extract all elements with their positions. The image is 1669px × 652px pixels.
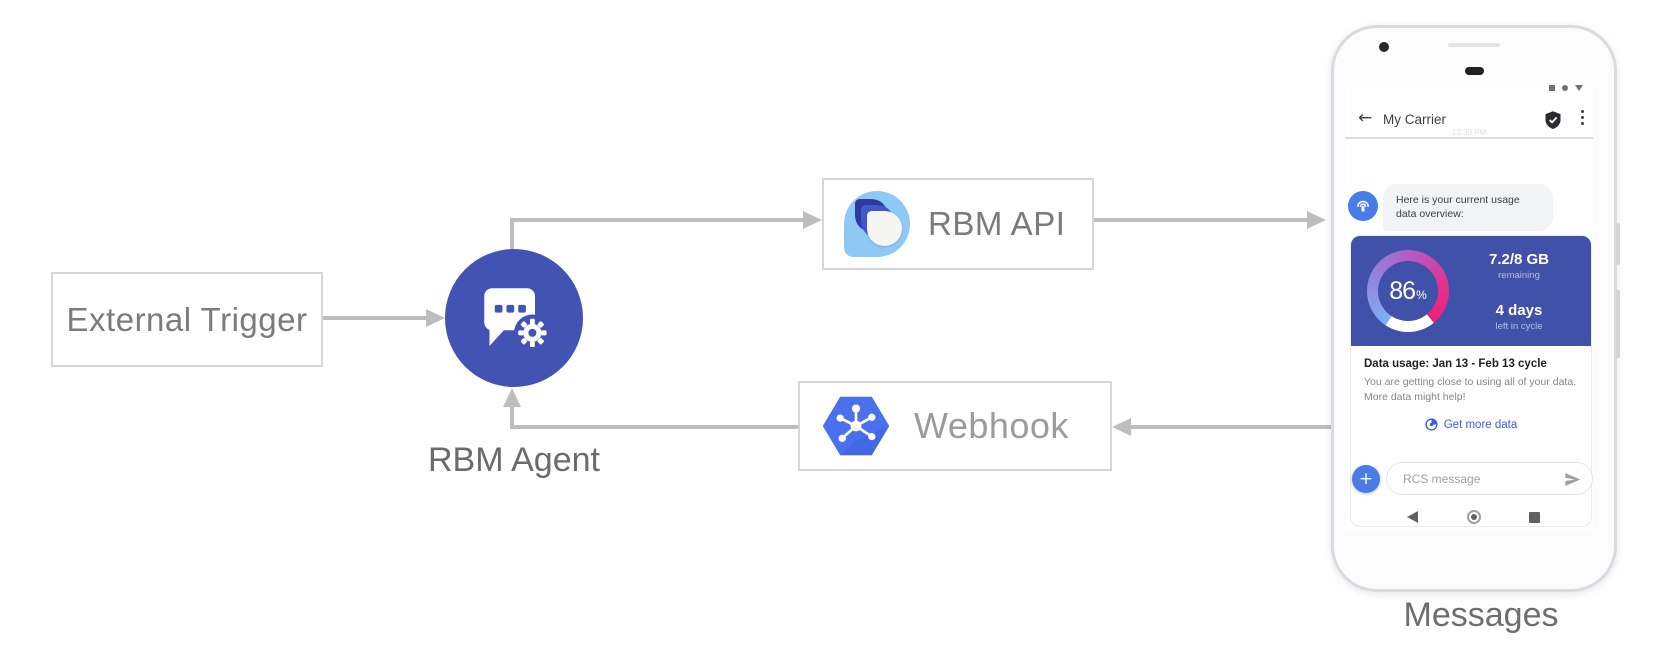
front-camera [1379,42,1389,52]
rbm-api-node: RBM API [822,178,1094,270]
external-trigger-label: External Trigger [66,300,308,338]
send-icon[interactable] [1563,470,1582,489]
nav-home-button[interactable] [1467,510,1481,524]
overflow-menu-icon[interactable] [1581,110,1584,125]
arrowhead-trigger-to-agent [426,309,445,327]
webhook-node: Webhook [798,381,1112,471]
get-more-data-action[interactable]: Get more data [1364,418,1578,431]
connector-api-to-phone [1094,218,1308,222]
rbm-api-logo-icon [844,191,910,257]
webhook-label: Webhook [914,405,1069,446]
get-more-data-icon [1425,418,1438,431]
usage-card-text-1: You are getting close to using all of yo… [1364,376,1577,388]
gauge-percent: 86 [1389,276,1416,305]
data-remaining-caption: remaining [1498,270,1540,281]
usage-card-body: Data usage: Jan 13 - Feb 13 cycle You ar… [1351,346,1591,431]
arrowhead-api-to-phone [1307,211,1326,229]
usage-card-hero: 86 % 7.2/8 GB remaining 4 days left in c… [1351,236,1591,346]
rcs-message-input[interactable] [1401,470,1545,487]
external-trigger-node: External Trigger [51,272,323,367]
nav-back-button[interactable] [1407,511,1418,523]
back-arrow-icon[interactable]: ← [1358,108,1373,128]
volume-button [1616,290,1620,358]
status-window-icon [1549,85,1555,91]
connector-trigger-to-agent [323,316,426,320]
agent-avatar [1348,191,1378,221]
verified-badge-icon [1545,111,1561,129]
nav-recents-button[interactable] [1529,512,1540,523]
header-divider [1345,137,1593,139]
broadcast-icon [1356,200,1370,212]
rbm-agent-node [445,249,583,387]
status-dot-icon [1562,85,1568,91]
arrowhead-webhook-to-agent [503,388,521,407]
get-more-data-label: Get more data [1443,418,1518,431]
days-left-value: 4 days [1495,302,1543,319]
status-signal-icon [1575,85,1583,91]
conversation-title: My Carrier [1383,112,1446,127]
gauge-percent-symbol: % [1416,288,1427,302]
rbm-api-label: RBM API [928,205,1066,242]
chat-bubble-gear-icon [484,288,551,352]
connector-phone-to-webhook [1131,425,1333,429]
connector-agent-to-api-horizontal [510,218,804,222]
bubble-line-1: Here is your current usage [1396,194,1520,206]
agent-chat-bubble: Here is your current usage data overview… [1383,184,1553,231]
connector-agent-to-api-vertical [510,222,514,250]
power-button [1616,223,1620,265]
faint-timestamp: 12:30 PM [1451,128,1487,137]
speaker-pill [1465,67,1484,75]
earpiece-slit [1448,43,1500,47]
conversation-header: ← My Carrier [1345,103,1593,137]
connector-webhook-to-agent-vertical [510,407,514,429]
webhook-hexagon-icon [818,388,894,464]
phone-screen: 12:30 PM ← My Carrier Here is your curre… [1345,81,1593,531]
usage-card-title: Data usage: Jan 13 - Feb 13 cycle [1364,358,1547,370]
messages-caption: Messages [1403,596,1559,634]
phone-mockup: 12:30 PM ← My Carrier Here is your curre… [1331,25,1620,592]
arrowhead-agent-to-api [803,211,822,229]
usage-gauge: 86 % [1367,250,1449,332]
plus-icon: + [1358,469,1374,489]
days-left-caption: left in cycle [1495,321,1543,332]
message-compose-bar [1386,462,1593,495]
rbm-agent-label: RBM Agent [428,441,600,479]
bubble-line-2: data overview: [1396,208,1464,221]
connector-webhook-to-agent-horizontal [512,425,798,429]
attach-plus-button[interactable]: + [1352,465,1380,493]
arrowhead-phone-to-webhook [1112,418,1131,436]
status-bar [1549,85,1583,91]
usage-card-text-2: More data might help! [1364,390,1466,403]
data-remaining-value: 7.2/8 GB [1488,251,1550,268]
